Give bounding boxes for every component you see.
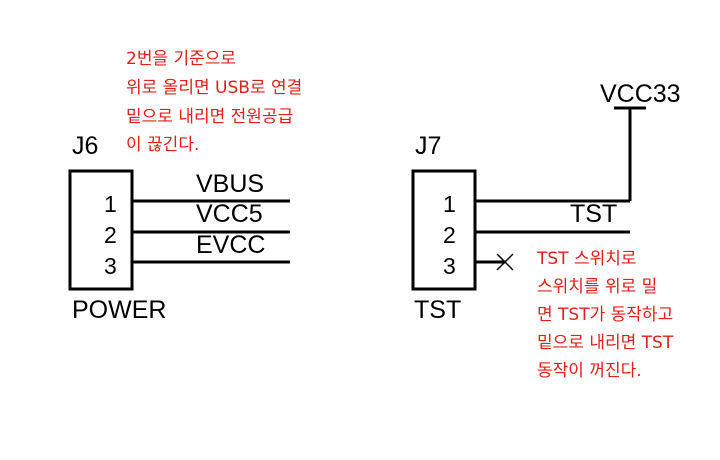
j6-pin-number: 1 (104, 191, 117, 217)
net-label-vbus: VBUS (196, 170, 264, 198)
note-line: 밑으로 내리면 TST (537, 333, 674, 353)
note-line: TST 스위치로 (536, 249, 637, 269)
net-label-evcc: EVCC (196, 231, 265, 259)
j7-pin-number: 2 (443, 222, 456, 248)
j7-part-name: TST (414, 296, 461, 324)
power-label-vcc33: VCC33 (600, 80, 681, 108)
note-line: 밑으로 내리면 전원공급 (126, 107, 293, 127)
note-line: 위로 올리면 USB로 연결 (126, 78, 302, 98)
connector-j7: J7 1 2 3 VCC33 TST TST (411, 80, 681, 324)
connector-j6: J6 1 2 3 VBUS VCC5 EVCC POWER (68, 132, 290, 324)
j7-pin-number: 3 (443, 253, 456, 279)
note-line: 스위치를 위로 밀 (537, 277, 657, 297)
j6-part-name: POWER (72, 296, 166, 324)
j6-pin-number: 2 (104, 222, 117, 248)
j6-pin-number: 3 (104, 253, 117, 279)
j7-reference: J7 (415, 132, 441, 160)
j7-pin-number: 1 (443, 191, 456, 217)
j7-annotation: TST 스위치로 스위치를 위로 밀 면 TST가 동작하고 밑으로 내리면 T… (536, 249, 674, 381)
net-label-vcc5: VCC5 (196, 200, 263, 228)
note-line: 면 TST가 동작하고 (537, 305, 673, 325)
j6-body (68, 169, 134, 291)
note-line: 2번을 기준으로 (126, 49, 236, 69)
net-label-tst: TST (570, 200, 617, 228)
j6-reference: J6 (72, 132, 98, 160)
j7-body (411, 169, 477, 291)
note-line: 이 끊긴다. (126, 135, 199, 155)
note-line: 동작이 꺼진다. (537, 361, 642, 381)
j6-annotation: 2번을 기준으로 위로 올리면 USB로 연결 밑으로 내리면 전원공급 이 끊… (126, 49, 302, 155)
no-connect-icon (496, 253, 514, 271)
